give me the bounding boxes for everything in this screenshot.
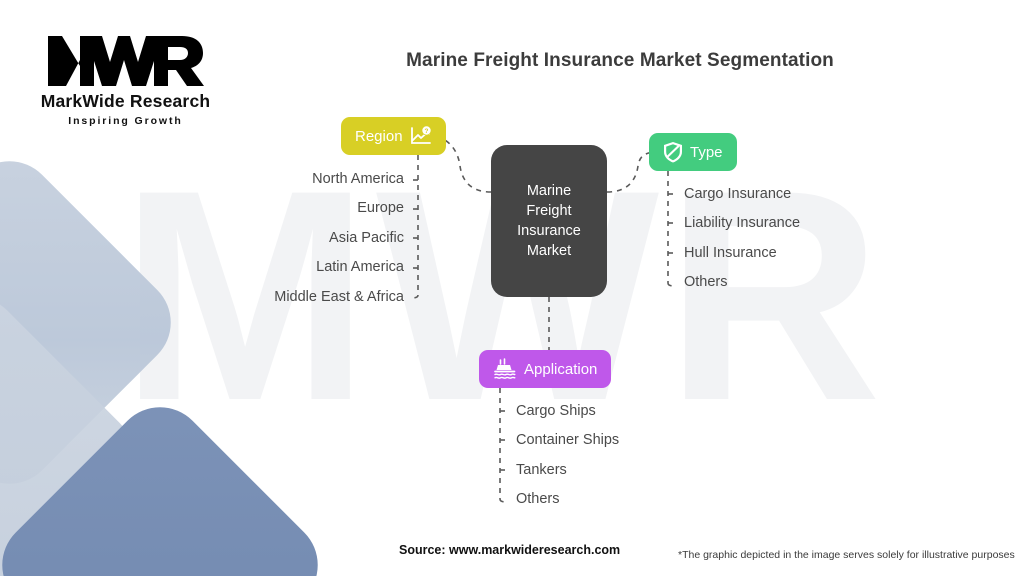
leaf-type-3: Hull Insurance (684, 245, 777, 261)
disclaimer-text: *The graphic depicted in the image serve… (678, 549, 1015, 561)
branch-badge-application[interactable]: Application (479, 350, 612, 388)
branch-label-region: Region (355, 127, 403, 145)
wire-region-leaf-5 (411, 294, 419, 299)
branch-badge-region[interactable]: Region ? (341, 117, 446, 155)
mwr-logo-icon (47, 36, 204, 86)
wire-center-region (433, 135, 492, 193)
leaf-region-2: Europe (357, 200, 404, 216)
wire-type-leaf-4 (667, 282, 675, 287)
leaf-application-3: Tankers (516, 462, 567, 478)
leaf-type-2: Liability Insurance (684, 215, 801, 231)
center-node-label: Marine Freight Insurance Market (517, 183, 581, 259)
leaf-application-1: Cargo Ships (516, 403, 596, 419)
brand-name: MarkWide Research (40, 91, 211, 111)
branch-badge-type[interactable]: Type (649, 133, 737, 171)
branch-label-type: Type (690, 143, 723, 161)
wire-center-type (606, 151, 664, 193)
wire-application-leaf-4 (499, 498, 507, 503)
branch-label-application: Application (524, 360, 598, 378)
leaf-region-1: North America (312, 171, 404, 187)
brand-tagline: Inspiring Growth (68, 115, 183, 127)
shield-icon (664, 142, 682, 163)
ship-icon (494, 358, 516, 379)
svg-text:?: ? (424, 128, 428, 135)
source-text: Source: www.markwideresearch.com (399, 543, 621, 557)
leaf-application-4: Others (516, 491, 560, 507)
brand-logo: MarkWide Research Inspiring Growth (33, 32, 218, 127)
leaf-region-3: Asia Pacific (329, 230, 404, 246)
leaf-region-5: Middle East & Africa (274, 289, 404, 305)
leaf-type-4: Others (684, 274, 728, 290)
leaf-application-2: Container Ships (516, 432, 620, 448)
analytics-chart-icon: ? (410, 126, 432, 144)
center-node: Marine Freight Insurance Market (491, 145, 607, 297)
leaf-type-1: Cargo Insurance (684, 186, 792, 202)
page-title: Marine Freight Insurance Market Segmenta… (406, 50, 834, 71)
leaf-region-4: Latin America (316, 259, 404, 275)
